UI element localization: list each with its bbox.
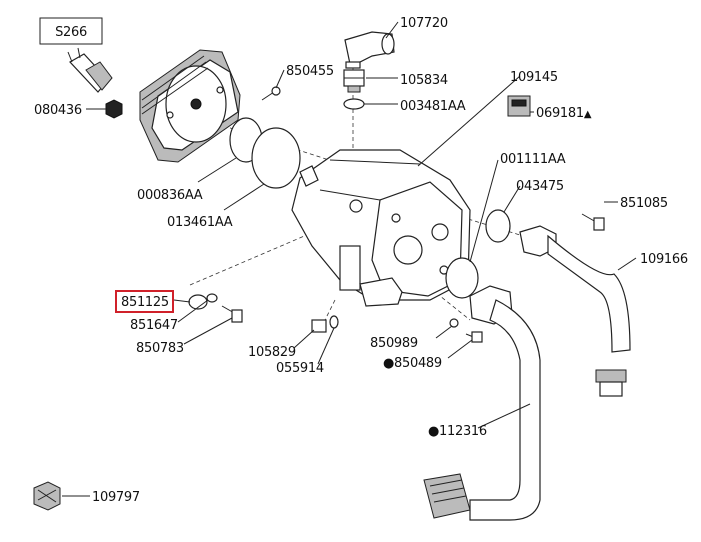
callout-003481AA[interactable]: 003481AA bbox=[400, 99, 466, 114]
callout-109797[interactable]: 109797 bbox=[92, 490, 140, 505]
callout-851647[interactable]: 851647 bbox=[130, 318, 178, 333]
callout-105829[interactable]: 105829 bbox=[248, 345, 296, 360]
screw-851085-part[interactable] bbox=[581, 213, 605, 231]
screw-850455-part[interactable] bbox=[261, 86, 281, 101]
bolt-850489-part[interactable] bbox=[465, 331, 483, 343]
o-ring-043475[interactable] bbox=[485, 209, 511, 243]
callout-105834[interactable]: 105834 bbox=[400, 73, 448, 88]
kit-109797-part[interactable] bbox=[33, 481, 61, 511]
callout-850489[interactable]: ●850489 bbox=[383, 356, 442, 371]
hex-plug-part[interactable] bbox=[105, 99, 123, 119]
callout-109145[interactable]: 109145 bbox=[510, 70, 558, 85]
callout-850455[interactable]: 850455 bbox=[286, 64, 334, 79]
o-ring-001111AA[interactable] bbox=[445, 257, 479, 299]
leader-lines bbox=[62, 21, 637, 497]
callout-850989[interactable]: 850989 bbox=[370, 336, 418, 351]
callout-001111AA[interactable]: 001111AA bbox=[500, 152, 566, 167]
fitting-105834-part[interactable] bbox=[343, 69, 365, 93]
pipe-112316-part[interactable] bbox=[423, 285, 541, 521]
fitting-105829-part[interactable] bbox=[311, 319, 327, 333]
highlight-box-851125 bbox=[115, 290, 174, 313]
group-reference-box[interactable]: S266 bbox=[39, 17, 103, 45]
group-reference-label: S266 bbox=[55, 25, 87, 40]
callout-109166[interactable]: 109166 bbox=[640, 252, 688, 267]
callout-851125[interactable]: 851125 bbox=[121, 295, 169, 310]
callout-850783[interactable]: 850783 bbox=[136, 341, 184, 356]
connector-069181-part[interactable] bbox=[507, 95, 531, 117]
sensor-part[interactable] bbox=[67, 47, 113, 93]
callout-107720[interactable]: 107720 bbox=[400, 16, 448, 31]
callout-851085[interactable]: 851085 bbox=[620, 196, 668, 211]
callout-112316[interactable]: ●112316 bbox=[428, 424, 487, 439]
o-ring-013461AA[interactable] bbox=[251, 127, 301, 189]
bolt-850783-part[interactable] bbox=[221, 305, 243, 323]
callout-043475[interactable]: 043475 bbox=[516, 179, 564, 194]
callout-labels: 107720 850455 105834 109145 080436 00348… bbox=[34, 16, 688, 505]
callout-000836AA[interactable]: 000836AA bbox=[137, 188, 203, 203]
washer-851647[interactable] bbox=[206, 293, 218, 303]
washer-850989[interactable] bbox=[449, 318, 459, 328]
callout-069181[interactable]: 069181▲ bbox=[536, 106, 592, 121]
cover-flange-part[interactable] bbox=[139, 49, 241, 163]
elbow-fitting-part[interactable] bbox=[344, 31, 395, 69]
pump-body-part[interactable] bbox=[291, 149, 471, 307]
seal-055914[interactable] bbox=[329, 315, 339, 329]
seal-003481AA[interactable] bbox=[343, 98, 365, 110]
callout-013461AA[interactable]: 013461AA bbox=[167, 215, 233, 230]
callout-055914[interactable]: 055914 bbox=[276, 361, 324, 376]
callout-080436[interactable]: 080436 bbox=[34, 103, 82, 118]
pipe-109166-part[interactable] bbox=[519, 225, 631, 397]
